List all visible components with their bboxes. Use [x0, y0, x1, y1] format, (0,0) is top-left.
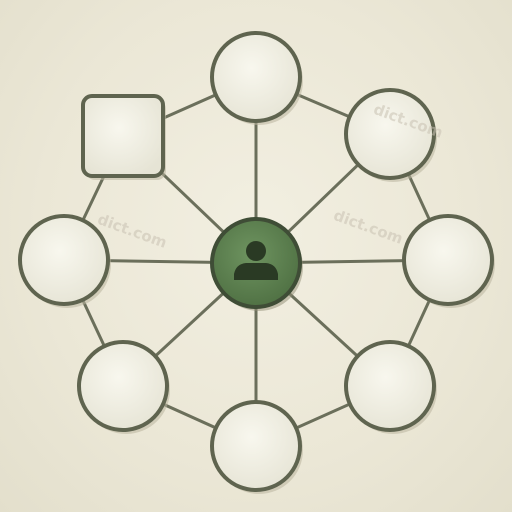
- outer-nodes: [18, 31, 495, 494]
- circle-node: [210, 31, 302, 123]
- person-icon: [234, 241, 278, 280]
- circle-node: [210, 400, 302, 492]
- center-node: [210, 217, 303, 311]
- circle-node: [344, 340, 436, 432]
- circle-node: [18, 214, 110, 306]
- circle-node: [77, 340, 169, 432]
- circle-node: [402, 214, 494, 306]
- person-icon-head: [246, 241, 266, 261]
- square-node: [81, 94, 165, 178]
- circle-node: [344, 88, 436, 180]
- person-icon-body: [234, 263, 278, 280]
